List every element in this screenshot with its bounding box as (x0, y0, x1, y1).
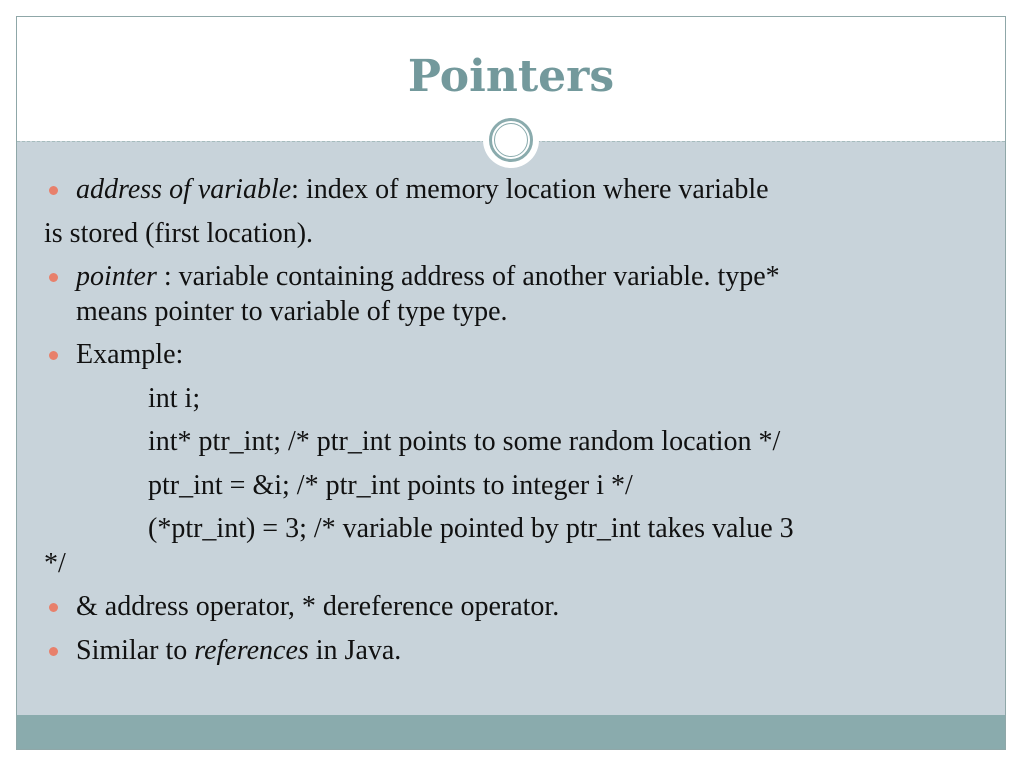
bullet-icon (49, 647, 58, 656)
inner-circle-ornament-icon (494, 123, 528, 157)
code-line: int* ptr_int; /* ptr_int points to some … (148, 426, 781, 457)
bullet-example: Example: (76, 339, 184, 370)
code-line: */ (44, 548, 66, 579)
bullet-continuation: is stored (first location). (44, 218, 314, 249)
bullet-address-of-variable: address of variable: index of memory loc… (76, 173, 769, 207)
footer-bar (17, 715, 1005, 749)
bullet-icon (49, 273, 58, 282)
term-address-of-variable: address of variable (76, 174, 292, 205)
bullet-text: : index of memory location where variabl… (291, 174, 769, 205)
bullet-icon (49, 186, 58, 195)
term-references: references (194, 635, 309, 666)
slide-title: Pointers (407, 51, 615, 102)
code-line: (*ptr_int) = 3; /* variable pointed by p… (148, 513, 794, 544)
term-pointer: pointer (76, 261, 157, 292)
bullet-text: : variable containing address of another… (156, 261, 780, 292)
slide: Pointers address of variable: index of m… (16, 16, 1006, 750)
code-line: ptr_int = &i; /* ptr_int points to integ… (148, 470, 633, 501)
bullet-pointer: pointer : variable containing address of… (76, 260, 780, 294)
bullet-operators: & address operator, * dereference operat… (76, 591, 560, 622)
bullet-icon (49, 351, 58, 360)
bullet-continuation: means pointer to variable of type type. (76, 296, 508, 327)
code-line: int i; (148, 383, 201, 414)
bullet-text: Similar to (76, 635, 195, 666)
bullet-icon (49, 603, 58, 612)
bullet-references: Similar to references in Java. (76, 634, 401, 668)
bullet-text: in Java. (308, 635, 402, 666)
